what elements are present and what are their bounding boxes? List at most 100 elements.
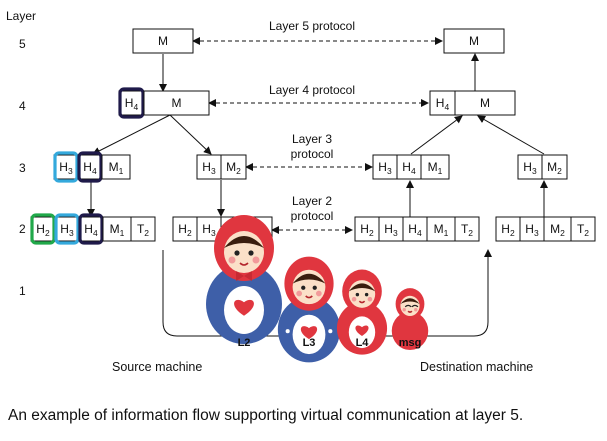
source-l3b-cell-m2 xyxy=(220,154,247,180)
doll-mouth xyxy=(305,295,313,299)
doll-eye xyxy=(312,285,317,290)
figure-caption: An example of information flow supportin… xyxy=(8,407,524,424)
doll-label-l4: L4 xyxy=(356,337,370,349)
doll-l4: L4 xyxy=(336,269,388,355)
source-l2a-cell-t2 xyxy=(130,216,156,242)
source-l2b-cell-h2 xyxy=(172,216,198,242)
doll-msg: msg xyxy=(391,288,429,351)
layer3-protocol-label-line2: protocol xyxy=(291,147,334,161)
destination-l2b-cell-h2 xyxy=(495,216,521,242)
doll-eye xyxy=(355,292,360,297)
destination-l3a-cell-m1 xyxy=(420,154,450,180)
doll-mouth xyxy=(358,300,366,304)
header-boxes: MH4MH3H4M1H3M2H2H3H4M1T2H2H3M2T2MH4MH3H4… xyxy=(30,28,596,245)
destination-l2a-cell-t2 xyxy=(454,216,480,242)
doll-hair xyxy=(348,283,376,292)
layer5-protocol-label: Layer 5 protocol xyxy=(269,19,355,33)
destination-l2b-cell-t2 xyxy=(570,216,596,242)
doll-l2: L2 xyxy=(206,215,282,349)
doll-eye xyxy=(301,285,306,290)
layer-2-label: 2 xyxy=(19,222,26,236)
layer-1-label: 1 xyxy=(19,284,26,298)
destination-l5-cell-m xyxy=(443,28,505,54)
doll-cheek xyxy=(315,290,322,297)
matryoshka-dolls: L2 L3 L4 msg xyxy=(206,215,429,363)
destination-l3a-cell-h4 xyxy=(396,154,422,180)
destination-l2a-cell-h4 xyxy=(402,216,428,242)
doll-hair xyxy=(292,273,326,284)
source-l5-packet: M xyxy=(132,28,194,54)
layer-4-label: 4 xyxy=(19,99,26,113)
src-4-to-3b-arrow xyxy=(169,114,212,155)
layer4-protocol-label: Layer 4 protocol xyxy=(269,83,355,97)
doll-cheek xyxy=(402,308,406,312)
doll-flower xyxy=(285,329,290,334)
doll-heart xyxy=(355,325,369,337)
destination-l2b-cell-m2 xyxy=(543,216,572,242)
destination-l2a-cell-m1 xyxy=(426,216,456,242)
layer-3-label: 3 xyxy=(19,161,26,175)
layer2-protocol-label-line2: protocol xyxy=(291,209,334,223)
doll-cheek xyxy=(296,290,303,297)
source-l4-cell-label: M xyxy=(172,96,182,110)
doll-hair xyxy=(224,236,264,248)
doll-cheek xyxy=(351,296,357,302)
doll-label-msg: msg xyxy=(399,337,422,349)
highlight-h3-frame xyxy=(53,151,79,183)
layer3-protocol-label-line1: Layer 3 xyxy=(292,132,332,146)
doll-label-l2: L2 xyxy=(238,337,251,349)
doll-eye xyxy=(364,292,369,297)
destination-l5-packet: M xyxy=(443,28,505,54)
highlight-h2-frame xyxy=(30,213,56,245)
destination-l5-cell-label: M xyxy=(469,34,479,48)
highlight-h4-frame xyxy=(77,151,103,183)
source-l4-cell-m xyxy=(143,90,210,116)
source-l3b-cell-h3 xyxy=(196,154,222,180)
doll-body xyxy=(391,311,429,351)
destination-l2b-cell-h3 xyxy=(519,216,545,242)
source-l5-cell-m xyxy=(132,28,194,54)
doll-label-l3: L3 xyxy=(303,337,316,349)
source-l4-cell-h4 xyxy=(118,90,145,116)
source-machine-label: Source machine xyxy=(112,360,202,374)
doll-heart xyxy=(300,326,318,340)
source-l5-cell-label: M xyxy=(158,34,168,48)
dst-3b-to-4-arrow xyxy=(477,115,545,155)
doll-heart xyxy=(234,299,254,316)
destination-l3b-cell-h3 xyxy=(517,154,543,180)
doll-cheek xyxy=(367,296,373,302)
destination-l2a-cell-h3 xyxy=(378,216,404,242)
layer2-protocol-label-line1: Layer 2 xyxy=(292,194,332,208)
source-l3a-cell-m1 xyxy=(101,154,131,180)
highlight-h4-frame xyxy=(78,213,104,245)
destination-l2a-cell-h2 xyxy=(354,216,380,242)
doll-cheek xyxy=(414,308,418,312)
destination-l3b-cell-m2 xyxy=(541,154,568,180)
destination-l4-cell-m xyxy=(454,90,516,116)
doll-flower xyxy=(328,329,333,334)
source-l2a-cell-m1 xyxy=(102,216,132,242)
doll-mouth xyxy=(407,310,413,313)
src-4-to-3a-arrow xyxy=(92,114,171,155)
source-l3a-cell-h3 xyxy=(53,154,79,180)
destination-l4-cell-label: M xyxy=(480,96,490,110)
dst-3a-to-4-arrow xyxy=(410,115,463,155)
doll-closed-eyes xyxy=(404,304,419,308)
doll-eye xyxy=(248,250,254,256)
highlight-h4-frame xyxy=(118,87,145,119)
doll-hair xyxy=(400,298,420,304)
layer-5-label: 5 xyxy=(19,37,26,51)
doll-eye xyxy=(234,250,240,256)
highlight-h3-frame xyxy=(54,213,80,245)
layer-axis-title: Layer xyxy=(6,9,36,23)
